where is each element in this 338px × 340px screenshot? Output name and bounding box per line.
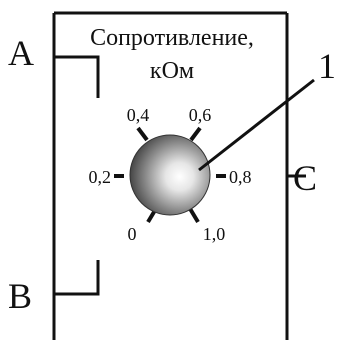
diagram-title-line1: Сопротивление,	[90, 25, 254, 51]
terminal-b-label: B	[8, 276, 32, 316]
tick-0-4	[136, 126, 149, 142]
scale-label-1-0: 1,0	[203, 224, 226, 244]
diagram-title-line2: кОм	[150, 58, 194, 84]
terminal-a-label: A	[8, 33, 34, 73]
tick-0-6	[189, 126, 202, 142]
scale-label-0-6: 0,6	[189, 105, 212, 125]
scale-label-0-8: 0,8	[229, 167, 252, 187]
scale-label-0-2: 0,2	[89, 167, 112, 187]
terminal-b-lead	[54, 260, 100, 296]
callout-number: 1	[318, 46, 336, 86]
callout-leader	[198, 78, 315, 172]
terminal-a-lead	[54, 55, 100, 98]
terminal-c-label: C	[293, 158, 317, 198]
scale-label-0-4: 0,4	[127, 105, 150, 125]
knob[interactable]	[129, 134, 211, 216]
scale-label-0: 0	[128, 224, 137, 244]
